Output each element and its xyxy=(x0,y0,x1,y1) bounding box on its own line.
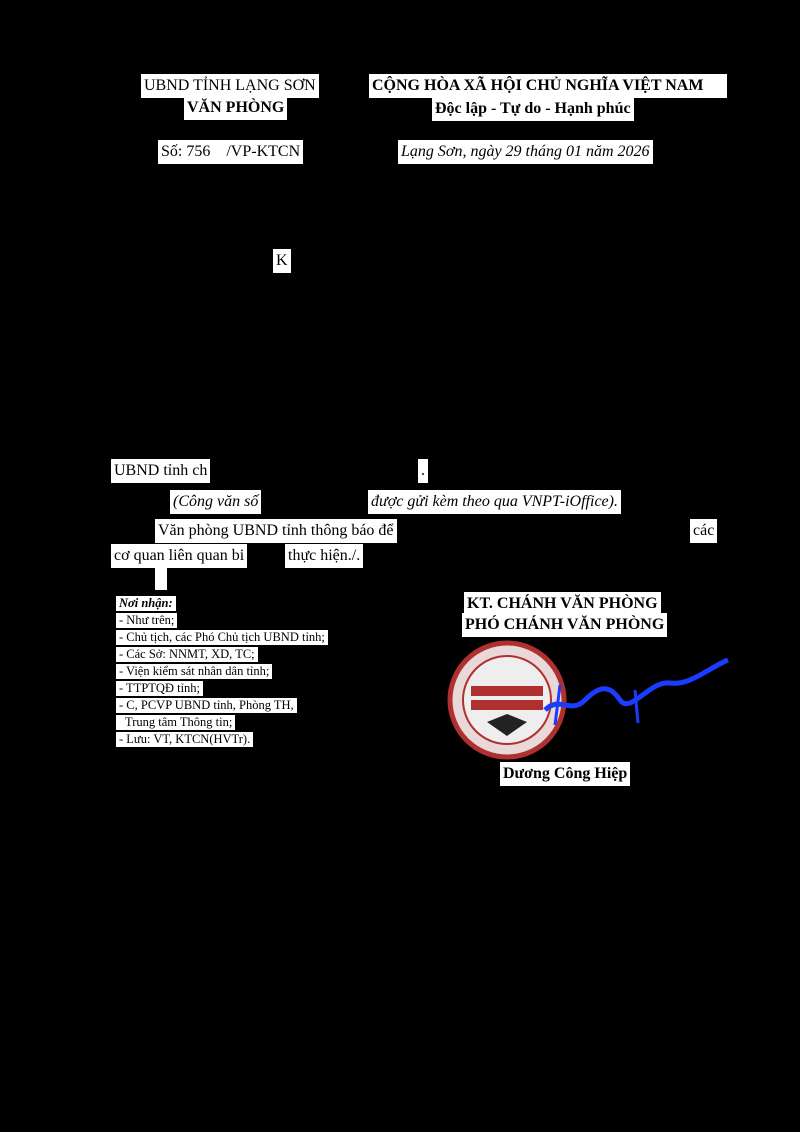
recipient-item: - C, PCVP UBND tỉnh, Phòng TH, xyxy=(116,698,297,713)
signature-title-1: KT. CHÁNH VĂN PHÒNG xyxy=(464,592,661,616)
body-line-2b: được gửi kèm theo qua VNPT-iOffice). xyxy=(368,490,621,514)
body-line-4b: thực hiện./. xyxy=(285,544,364,568)
motto: Độc lập - Tự do - Hạnh phúc xyxy=(432,97,634,121)
body-line-1a: UBND tỉnh ch xyxy=(111,459,211,483)
recipient-item: - Các Sở: NNMT, XD, TC; xyxy=(116,647,258,662)
agency-name: UBND TỈNH LẠNG SƠN xyxy=(141,74,319,98)
recipient-item: Trung tâm Thông tin; xyxy=(116,715,236,730)
recipients-title: Nơi nhận: xyxy=(116,596,176,611)
signer-name: Dương Công Hiệp xyxy=(500,762,631,786)
document-number: Số: 756 /VP-KTCN xyxy=(158,140,304,164)
signature-title-2: PHÓ CHÁNH VĂN PHÒNG xyxy=(462,613,668,637)
official-seal-icon xyxy=(447,640,567,760)
recipient-item: - Như trên; xyxy=(116,613,178,628)
body-line-1b: . xyxy=(418,459,428,483)
body-line-2a: (Công văn số xyxy=(170,490,262,514)
body-line-3b: các xyxy=(690,519,718,543)
handwritten-signature-icon xyxy=(543,657,729,725)
office-name: VĂN PHÒNG xyxy=(184,96,288,120)
country-name: CỘNG HÒA XÃ HỘI CHỦ NGHĨA VIỆT NAM xyxy=(369,74,727,98)
body-line-3a: Văn phòng UBND tỉnh thông báo để xyxy=(155,519,397,543)
blank-block xyxy=(155,568,167,590)
document-date: Lạng Sơn, ngày 29 tháng 01 năm 2026 xyxy=(398,140,653,164)
body-line-4a: cơ quan liên quan bi xyxy=(111,544,248,568)
recipient-item: - Lưu: VT, KTCN(HVTr). xyxy=(116,732,254,747)
recipient-item: - Chủ tịch, các Phó Chủ tịch UBND tỉnh; xyxy=(116,630,328,645)
recipient-item: - Viện kiểm sát nhân dân tỉnh; xyxy=(116,664,273,679)
subject-fragment: K xyxy=(273,249,291,273)
recipient-item: - TTPTQĐ tỉnh; xyxy=(116,681,204,696)
